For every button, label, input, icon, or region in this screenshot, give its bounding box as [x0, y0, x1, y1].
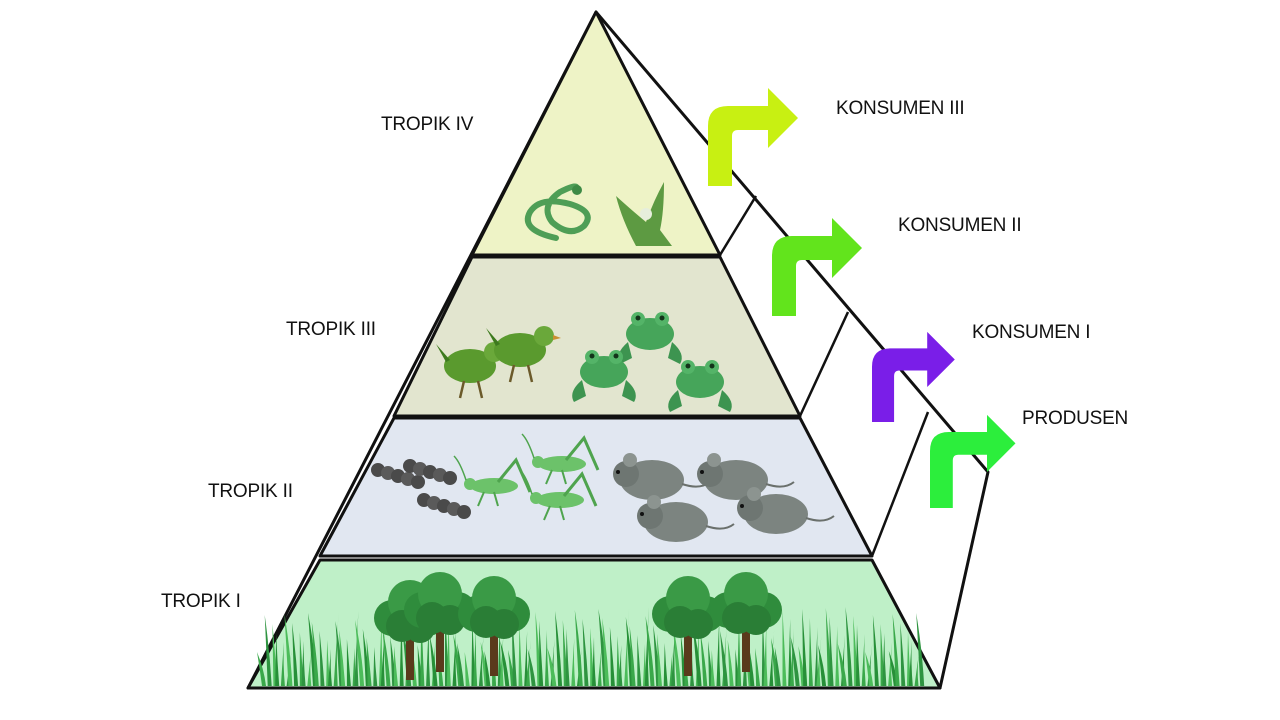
snake-icon — [524, 183, 591, 241]
role-label-produsen: PRODUSEN — [1022, 408, 1129, 429]
level-label-t3: TROPIK III — [286, 319, 376, 340]
role-label-konsumen-ii: KONSUMEN II — [898, 215, 1022, 236]
level-label-t4: TROPIK IV — [381, 114, 474, 135]
arrow-icon — [708, 88, 798, 186]
level-label-t1: TROPIK I — [161, 591, 241, 612]
role-label-konsumen-iii: KONSUMEN III — [836, 98, 965, 119]
eagle-icon — [616, 182, 672, 246]
level-t2-band — [318, 416, 874, 558]
level-label-t2: TROPIK II — [208, 481, 293, 502]
role-label-konsumen-i: KONSUMEN I — [972, 322, 1091, 343]
